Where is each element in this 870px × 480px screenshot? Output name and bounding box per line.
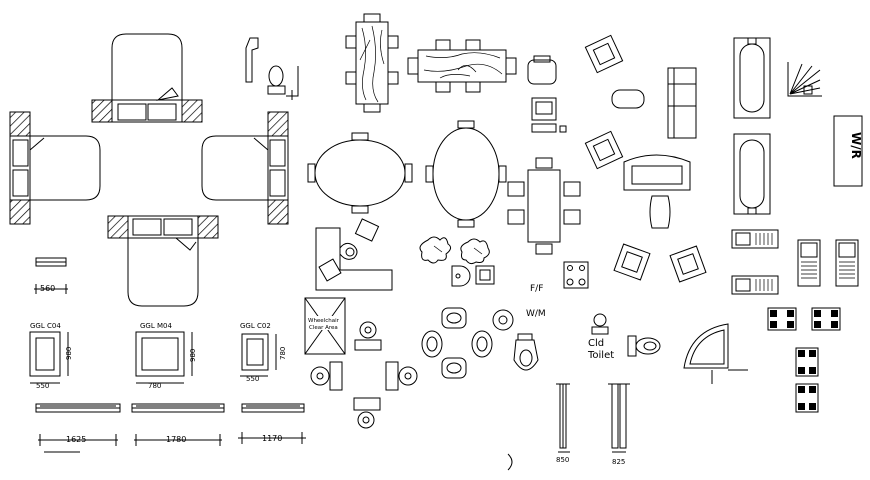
- dining-table-six-seat: [507, 157, 581, 255]
- square-table-4: [795, 383, 819, 413]
- rail-825-label: 825: [612, 458, 625, 466]
- ggl-c04-height: 980: [65, 347, 73, 360]
- clear-area-label: Clear Area: [309, 325, 338, 331]
- dimension-1170: 1170: [262, 434, 282, 443]
- sink-half-round: [451, 265, 471, 287]
- square-table-1: [767, 307, 797, 331]
- dimension-1625: 1625: [66, 435, 86, 444]
- rail-850: 850: [556, 383, 570, 464]
- sofa-curved: [623, 154, 691, 191]
- ggl-m04-width: 780: [148, 382, 161, 390]
- dimension-1780: 1780: [166, 435, 186, 444]
- window-1625: 1625: [35, 403, 121, 453]
- sink-square: [475, 265, 495, 285]
- kitchen-sink-1: [731, 229, 779, 249]
- ggl-m04-height: 980: [189, 349, 197, 362]
- window-1170: 1170: [238, 403, 306, 444]
- rail-825: 825: [608, 383, 630, 466]
- bathtub-top: [733, 37, 771, 119]
- armchair-bottom-left: [613, 243, 651, 281]
- dining-table-vertical: [345, 13, 399, 113]
- rail-850-label: 850: [556, 456, 569, 464]
- bed-left: [9, 111, 101, 225]
- oval-table-vertical: [425, 120, 507, 228]
- wheelchair-clear-area: Wheelchair Clear Area: [304, 297, 346, 355]
- stove-four-burner: [563, 261, 589, 289]
- ggl-m04-title: GGL M04: [140, 322, 172, 330]
- shower-corner-rays: [787, 62, 822, 97]
- ggl-c04-title: GGL C04: [30, 322, 61, 330]
- toilet-pedestal: [513, 333, 539, 371]
- bed-right: [201, 111, 289, 225]
- wr-sign: W/R: [833, 115, 863, 187]
- wall-toilet-block: [245, 37, 299, 100]
- small-arc-mark: [507, 453, 513, 471]
- ggl-c02-width: 550: [246, 375, 259, 383]
- bed-bottom: [107, 215, 219, 307]
- armchair-top: [584, 34, 624, 74]
- dining-table-horizontal: [407, 39, 517, 93]
- plant-symbols: [419, 236, 490, 265]
- bathtub-bottom: [733, 133, 771, 215]
- kitchen-sink-4: [835, 239, 859, 287]
- window-ggl-m04: GGL M04 980 780: [135, 322, 197, 390]
- bed-top: [91, 33, 203, 123]
- cld-label: Cld: [588, 338, 604, 349]
- kitchen-sink-2: [731, 275, 779, 295]
- wc-cluster: [310, 321, 418, 429]
- wr-label: W/R: [849, 132, 863, 159]
- oval-table-horizontal: [307, 132, 413, 214]
- cld-toilet: Cld Toilet: [587, 313, 661, 361]
- kitchen-sink-3: [797, 239, 821, 287]
- toilet-label: Toilet: [587, 350, 614, 361]
- window-1780: 1780: [131, 403, 225, 446]
- window-ggl-c04: GGL C04 980 550: [29, 322, 73, 390]
- wheelchair-label: Wheelchair: [308, 318, 340, 324]
- armchair-bottom-right: [669, 245, 707, 283]
- ggl-c02-height: 780: [279, 347, 287, 360]
- computer-desk: [531, 97, 567, 133]
- ggl-c02-title: GGL C02: [240, 322, 271, 330]
- ottoman: [649, 195, 671, 229]
- sofa-three-seat-vertical: [667, 67, 697, 139]
- washbasin-cluster: [421, 307, 514, 379]
- ff-label: F/F: [530, 284, 543, 294]
- wm-label: W/M: [526, 309, 546, 319]
- ggl-c04-width: 550: [36, 382, 49, 390]
- quarter-round-shower-tray: [683, 323, 748, 384]
- window-ggl-c02: GGL C02 780 550: [240, 322, 287, 383]
- square-table-2: [811, 307, 841, 331]
- square-table-3: [795, 347, 819, 377]
- dimension-560: 560: [40, 284, 55, 293]
- door-560-symbol: 560: [34, 257, 68, 294]
- armchair-left: [584, 130, 624, 170]
- office-chair: [527, 55, 557, 85]
- coffee-table-small: [611, 89, 645, 109]
- corner-office-desk: [315, 218, 393, 291]
